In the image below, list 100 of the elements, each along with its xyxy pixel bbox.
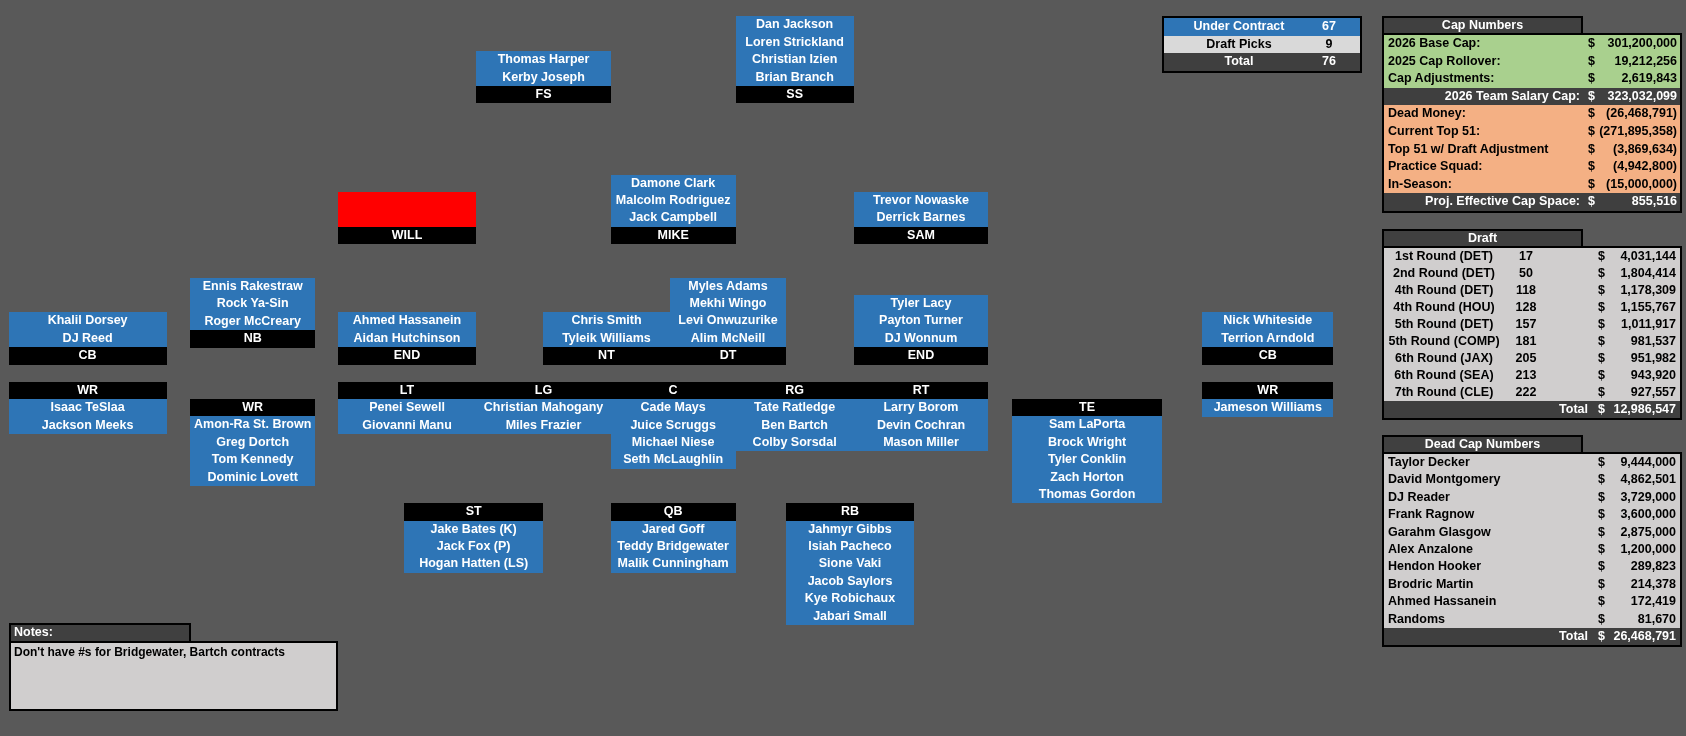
player-name: Teddy Bridgewater <box>616 538 730 556</box>
position-label: DT <box>669 347 787 365</box>
player-name: Khalil Dorsey <box>46 312 129 330</box>
pick-number: 205 <box>1514 350 1538 367</box>
player-name: Jack Fox (P) <box>435 538 512 556</box>
amount: 2,875,000 <box>1620 523 1676 541</box>
amount: 214,378 <box>1630 575 1676 593</box>
position-label: TE <box>1011 398 1163 417</box>
amount: 19,212,256 <box>1614 52 1677 70</box>
dollar-sign: $ <box>1598 628 1605 645</box>
round-label: 5th Round (COMP) <box>1387 333 1501 350</box>
player-name: Hendon Hooker <box>1388 558 1482 576</box>
position-label: MIKE <box>610 226 736 245</box>
player-name: Trevor Nowaske <box>872 192 970 210</box>
player-name: Jake Bates (K) <box>429 520 518 538</box>
player-name: Isaac TeSlaa <box>49 399 126 417</box>
round-label: 4th Round (DET) <box>1393 282 1495 299</box>
row-label: Cap Adjustments: <box>1388 70 1495 88</box>
count: 67 <box>1321 18 1337 35</box>
player-name: Jared Goff <box>640 520 706 538</box>
amount: 1,011,917 <box>1621 316 1676 333</box>
amount: (15,000,000) <box>1606 175 1677 193</box>
player-name: Alim McNeill <box>689 329 767 347</box>
player-name: Myles Adams <box>687 277 769 295</box>
row-label: Current Top 51: <box>1388 123 1481 140</box>
depth-chart-block <box>8 312 167 365</box>
depth-chart-block <box>853 381 989 452</box>
player-name: Kerby Joseph <box>501 68 586 86</box>
position-label: END <box>853 347 989 365</box>
player-name: DJ Reed <box>61 329 114 347</box>
player-name: Jacob Saylors <box>806 572 894 590</box>
player-name: Cade Mays <box>639 399 707 417</box>
position-label: RG <box>735 381 854 400</box>
dollar-sign: $ <box>1598 471 1605 489</box>
depth-chart-block <box>476 51 611 104</box>
row-label: Under Contract <box>1192 18 1286 35</box>
dollar-sign: $ <box>1598 541 1605 558</box>
depth-chart-block <box>337 381 477 434</box>
player-name: Aidan Hutchinson <box>352 329 462 347</box>
player-name: Levi Onwuzurike <box>677 312 779 330</box>
pick-number: 157 <box>1514 316 1538 333</box>
player-name: Colby Sorsdal <box>751 433 838 451</box>
position-label: FS <box>476 86 611 104</box>
depth-chart-block <box>610 174 736 245</box>
count: 9 <box>1324 35 1334 53</box>
amount: (26,468,791) <box>1606 105 1677 123</box>
position-label: SS <box>735 86 854 104</box>
player-name: Damone Clark <box>630 174 717 192</box>
count: 76 <box>1321 53 1337 70</box>
position-label: CB <box>8 347 167 365</box>
depth-chart-block <box>337 192 477 245</box>
position-label: C <box>610 381 736 400</box>
amount: 3,729,000 <box>1620 488 1676 506</box>
player-name: Tom Kennedy <box>210 451 295 469</box>
player-name: Nick Whiteside <box>1222 312 1314 330</box>
dollar-sign: $ <box>1598 558 1605 576</box>
player-name: Isiah Pacheco <box>807 538 893 556</box>
position-label: WR <box>1202 381 1334 400</box>
round-label: 6th Round (JAX) <box>1394 350 1494 367</box>
amount: 1,804,414 <box>1620 265 1676 282</box>
position-label: ST <box>404 503 543 521</box>
player-name: Kye Robichaux <box>803 590 897 608</box>
amount: 301,200,000 <box>1607 35 1677 52</box>
player-name: Jabari Small <box>812 607 888 625</box>
amount: 2,619,843 <box>1621 70 1677 88</box>
player-name: Miles Frazier <box>504 416 583 434</box>
amount: 4,862,501 <box>1620 471 1676 489</box>
player-name: Roger McCreary <box>203 312 302 330</box>
amount: 323,032,099 <box>1607 87 1677 105</box>
amount: 12,986,547 <box>1613 401 1676 418</box>
depth-chart-block <box>190 277 316 348</box>
dollar-sign: $ <box>1598 506 1605 524</box>
depth-chart-block <box>337 312 477 365</box>
player-name: Greg Dortch <box>215 433 291 451</box>
pick-number: 222 <box>1514 384 1538 401</box>
player-name: Jameson Williams <box>1212 399 1323 417</box>
amount: 1,178,309 <box>1620 282 1676 299</box>
depth-chart-block <box>543 312 670 365</box>
player-name: Zach Horton <box>1049 468 1125 486</box>
position-label: RT <box>853 381 989 400</box>
amount: 289,823 <box>1630 558 1676 576</box>
row-label: Draft Picks <box>1205 35 1273 53</box>
position-label: WR <box>8 381 167 400</box>
player-name: Sione Vaki <box>817 555 883 573</box>
dollar-sign: $ <box>1598 384 1605 401</box>
row-label: 2026 Base Cap: <box>1388 35 1481 52</box>
player-name: Payton Turner <box>878 312 964 330</box>
depth-chart-block <box>610 503 736 573</box>
position-label: CB <box>1202 347 1334 365</box>
depth-chart-block <box>8 381 167 434</box>
player-name: Devin Cochran <box>875 416 967 434</box>
player-name: Giovanni Manu <box>361 416 453 434</box>
pick-number: 213 <box>1514 367 1538 384</box>
position-label: LT <box>337 381 477 400</box>
round-label: 6th Round (SEA) <box>1393 367 1495 384</box>
pick-number: 181 <box>1514 333 1538 350</box>
row-label: Top 51 w/ Draft Adjustment <box>1388 140 1549 158</box>
player-name: Malcolm Rodriguez <box>614 192 732 210</box>
pick-number: 128 <box>1514 299 1538 316</box>
player-name: DJ Reader <box>1388 488 1450 506</box>
